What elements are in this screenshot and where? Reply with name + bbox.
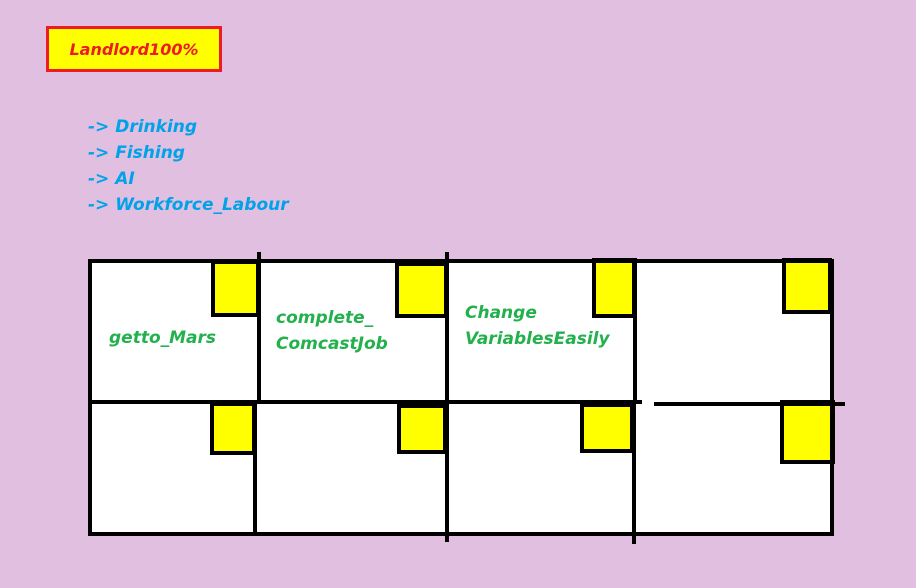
- topic-item: -> AI: [88, 169, 135, 189]
- cell-label-1: getto_Mars: [109, 325, 216, 351]
- marker-2: [395, 262, 448, 318]
- topic-item: -> Drinking: [88, 117, 198, 137]
- cell-label-2: complete_ ComcastJob: [276, 305, 388, 357]
- title-text: Landlord100%: [69, 39, 199, 59]
- marker-8: [780, 400, 835, 464]
- topic-item: -> Workforce_Labour: [88, 195, 289, 215]
- topic-item: -> Fishing: [88, 143, 185, 163]
- marker-7: [580, 403, 634, 453]
- title-badge: Landlord100%: [46, 26, 222, 72]
- marker-6: [397, 404, 447, 454]
- marker-5: [210, 402, 256, 455]
- marker-4: [782, 258, 832, 314]
- cell-label-line: complete_: [276, 308, 374, 328]
- topic-list: -> Drinking -> Fishing -> AI -> Workforc…: [88, 114, 289, 218]
- cell-label-line: Change: [465, 303, 537, 323]
- cell-label-line: ComcastJob: [276, 334, 388, 354]
- cell-label-line: getto_Mars: [109, 328, 217, 348]
- board-background: [90, 261, 832, 534]
- cell-label-line: VariablesEasily: [465, 329, 610, 349]
- cell-label-3: Change VariablesEasily: [465, 300, 610, 352]
- marker-1: [211, 260, 260, 317]
